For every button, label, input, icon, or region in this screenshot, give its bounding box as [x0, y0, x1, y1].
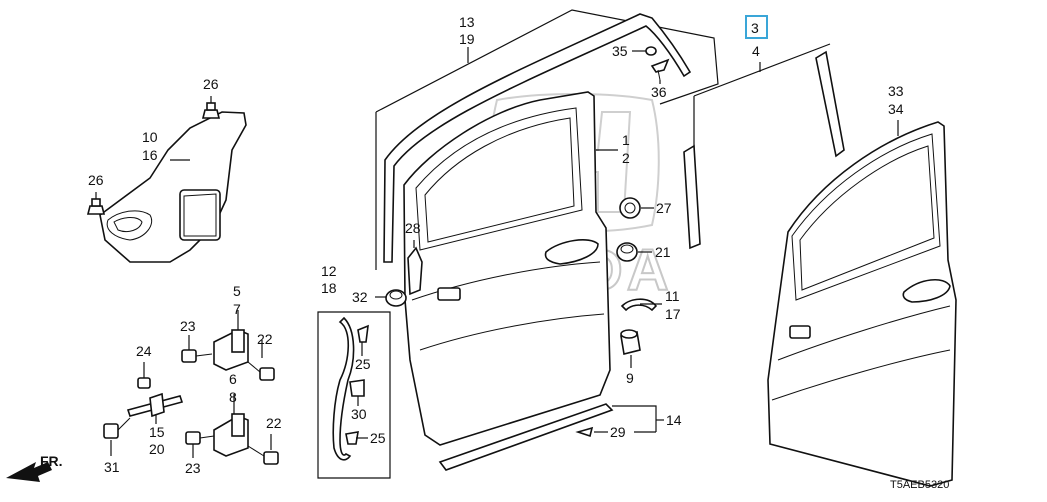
- callout-26-upper[interactable]: 26: [203, 76, 219, 92]
- clip-29[interactable]: [575, 426, 594, 438]
- callout-18[interactable]: 18: [321, 280, 337, 296]
- callout-14[interactable]: 14: [666, 412, 682, 428]
- callout-16[interactable]: 16: [142, 147, 158, 163]
- clip-35[interactable]: [645, 46, 657, 56]
- callout-35[interactable]: 35: [612, 43, 628, 59]
- cable-group-outline: [317, 311, 391, 479]
- callout-34[interactable]: 34: [888, 101, 904, 117]
- callout-27[interactable]: 27: [656, 200, 672, 216]
- rear-door-panel[interactable]: [767, 121, 957, 487]
- callout-7[interactable]: 7: [233, 301, 241, 317]
- sash-group-outline: [375, 9, 719, 113]
- clip-30[interactable]: [349, 379, 365, 397]
- callout-3[interactable]: 3: [751, 20, 759, 36]
- callout-12[interactable]: 12: [321, 263, 337, 279]
- grommet-27[interactable]: [619, 197, 641, 219]
- seal-11-17[interactable]: [620, 298, 658, 312]
- front-arrow-label: FR.: [40, 453, 63, 469]
- bolt-22-upper[interactable]: [247, 361, 275, 381]
- diagram-code: T5AEB5320: [890, 479, 949, 491]
- callout-13[interactable]: 13: [459, 14, 475, 30]
- callout-21[interactable]: 21: [655, 244, 671, 260]
- bolt-24[interactable]: [137, 377, 151, 389]
- callout-24[interactable]: 24: [136, 343, 152, 359]
- callout-33[interactable]: 33: [888, 83, 904, 99]
- callout-22-lower[interactable]: 22: [266, 415, 282, 431]
- clip-26-upper[interactable]: [201, 102, 221, 119]
- callout-17[interactable]: 17: [665, 306, 681, 322]
- callout-2[interactable]: 2: [622, 150, 630, 166]
- callout-20[interactable]: 20: [149, 441, 165, 457]
- bolt-23-lower[interactable]: [185, 431, 215, 445]
- callout-highlight-box: [745, 15, 768, 39]
- bolt-31[interactable]: [103, 417, 131, 439]
- callout-25-upper[interactable]: 25: [355, 356, 371, 372]
- callout-1[interactable]: 1: [622, 132, 630, 148]
- callout-32[interactable]: 32: [352, 289, 368, 305]
- callout-15[interactable]: 15: [149, 424, 165, 440]
- inner-cable[interactable]: [332, 316, 355, 461]
- callout-11[interactable]: 11: [665, 288, 680, 304]
- callout-26-lower[interactable]: 26: [88, 172, 104, 188]
- lower-hinge[interactable]: [213, 413, 249, 457]
- callout-22-upper[interactable]: 22: [257, 331, 273, 347]
- callout-10[interactable]: 10: [142, 129, 158, 145]
- bolt-22-lower[interactable]: [247, 445, 279, 465]
- clip-26-lower[interactable]: [86, 198, 106, 215]
- callout-25-lower[interactable]: 25: [370, 430, 386, 446]
- callout-23-lower[interactable]: 23: [185, 460, 201, 476]
- callout-28[interactable]: 28: [405, 220, 421, 236]
- pillar-garnish-right[interactable]: [815, 50, 845, 158]
- front-door-sash-molding[interactable]: [383, 13, 692, 263]
- clip-25-upper[interactable]: [357, 324, 369, 343]
- callout-4[interactable]: 4: [752, 43, 760, 59]
- weatherstrip-28[interactable]: [407, 246, 423, 296]
- front-door-panel[interactable]: [403, 91, 611, 446]
- grommet-32[interactable]: [385, 289, 407, 307]
- callout-8[interactable]: 8: [229, 389, 237, 405]
- pillar-garnish-left[interactable]: [683, 144, 701, 250]
- bolt-23-upper[interactable]: [181, 349, 213, 363]
- bushing-9[interactable]: [620, 329, 641, 355]
- callout-9[interactable]: 9: [626, 370, 634, 386]
- clip-36[interactable]: [650, 58, 670, 81]
- front-direction-arrow: FR.: [6, 453, 63, 482]
- callout-6[interactable]: 6: [229, 371, 237, 387]
- callout-5[interactable]: 5: [233, 283, 241, 299]
- callout-19[interactable]: 19: [459, 31, 475, 47]
- lower-molding-14[interactable]: [438, 403, 614, 471]
- upper-hinge[interactable]: [213, 329, 249, 371]
- door-checker[interactable]: [126, 392, 184, 418]
- callout-31[interactable]: 31: [104, 459, 120, 475]
- callout-36[interactable]: 36: [651, 84, 667, 100]
- grommet-21[interactable]: [616, 242, 638, 262]
- callout-23-upper[interactable]: 23: [180, 318, 196, 334]
- callout-29[interactable]: 29: [610, 424, 626, 440]
- clip-25-lower[interactable]: [345, 431, 359, 445]
- pillar-group-outline: [693, 43, 831, 150]
- callout-30[interactable]: 30: [351, 406, 367, 422]
- door-lining-panel[interactable]: [99, 111, 247, 263]
